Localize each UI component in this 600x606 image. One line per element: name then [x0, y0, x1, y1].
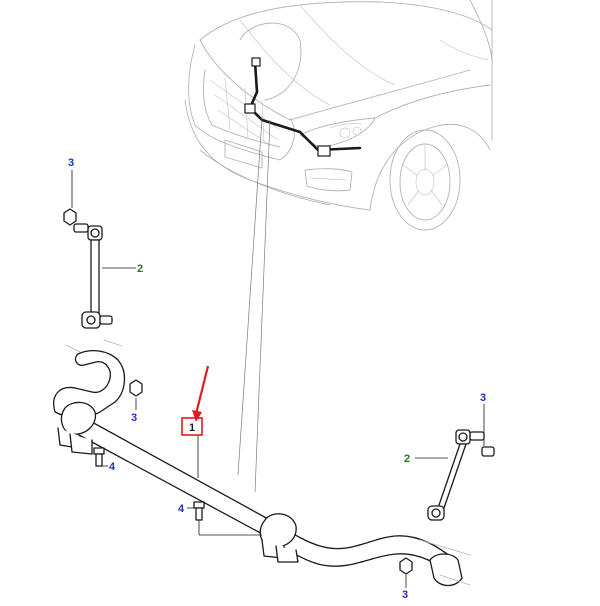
- callout-2-left-link: 2: [137, 263, 143, 275]
- stabilizer-link-right: [427, 429, 495, 521]
- callout-3-top-left: 3: [68, 157, 74, 169]
- stabilizer-link-left: [73, 223, 113, 329]
- stabilizer-bar: [53, 349, 463, 587]
- fasteners: [63, 208, 413, 575]
- callout-1-stabilizer-bar: 1: [189, 422, 195, 434]
- callout-3-left-nut: 3: [131, 412, 137, 424]
- callout-3-bottom-right: 3: [402, 589, 408, 601]
- callout-labels: 3 2 3 1 4 4 3 2 3: [68, 157, 486, 601]
- callout-4-center-bolt: 4: [178, 503, 185, 515]
- callout-2-right-link: 2: [404, 453, 410, 465]
- mount-hints: [65, 339, 471, 586]
- vehicle-front-illustration: [184, 0, 493, 231]
- highlight-callout-1: [181, 365, 210, 436]
- callout-3-right-top: 3: [480, 392, 486, 404]
- leader-lines: [71, 170, 485, 588]
- projection-lines: [237, 117, 271, 493]
- callout-4-left-bolt: 4: [109, 461, 116, 473]
- callout-1-box: [181, 417, 203, 436]
